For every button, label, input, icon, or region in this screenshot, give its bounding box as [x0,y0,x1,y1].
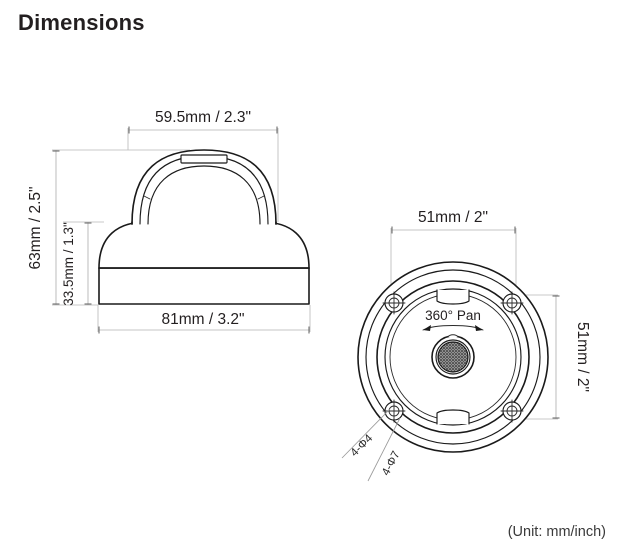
side-bracket-leg-left [143,195,151,200]
plan-lens-nub [447,334,459,338]
page-title: Dimensions [18,10,145,35]
side-housing-shoulder [98,221,310,269]
side-bracket-leg-right [257,195,265,200]
plan-lens-hatched-element [437,341,469,373]
dim-label-plan-height: 51mm / 2" [574,322,591,392]
plan-callout-small-hole: 4-Φ4 [349,432,376,459]
plan-tab-notch-bottom [436,409,470,425]
unit-note: (Unit: mm/inch) [507,524,606,540]
side-view-group: 59.5mm / 2.3" 63mm / 2.5" 33.5mm / 1.3" … [27,109,311,334]
plan-callout-large-hole: 4-Φ7 [380,449,403,477]
side-base-band [98,267,310,305]
dim-label-total-height: 63mm / 2.5" [27,186,44,269]
plan-screw-hole-top-left [382,291,406,315]
side-dome-top-tab [180,154,228,164]
plan-pan-arrow-left [423,325,431,331]
plan-pan-arrow-right [475,325,483,331]
plan-lens-inner-ring [435,339,471,375]
dim-label-base-height: 33.5mm / 1.3" [61,222,76,306]
side-dome-outer-arc [131,149,277,225]
plan-tab-notch-top [436,289,470,305]
plan-pan-label: 360° Pan [425,308,481,323]
plan-rotating-plate-circle [384,288,522,426]
bottom-view-group: 360° Pan [341,209,591,482]
plan-screw-hole-top-right [500,291,524,315]
side-dome-bracket-arc [147,165,261,225]
plan-leader-line-small-hole [341,408,391,459]
dim-label-base-width: 81mm / 3.2" [161,311,244,328]
plan-screw-hole-bottom-left [382,399,406,423]
dim-label-top-width: 59.5mm / 2.3" [155,109,251,126]
dim-label-plan-width: 51mm / 2" [418,209,488,226]
plan-screw-hole-bottom-right [500,399,524,423]
plan-flange-inner-circle [365,269,541,445]
plan-leader-line-large-hole [367,417,401,482]
